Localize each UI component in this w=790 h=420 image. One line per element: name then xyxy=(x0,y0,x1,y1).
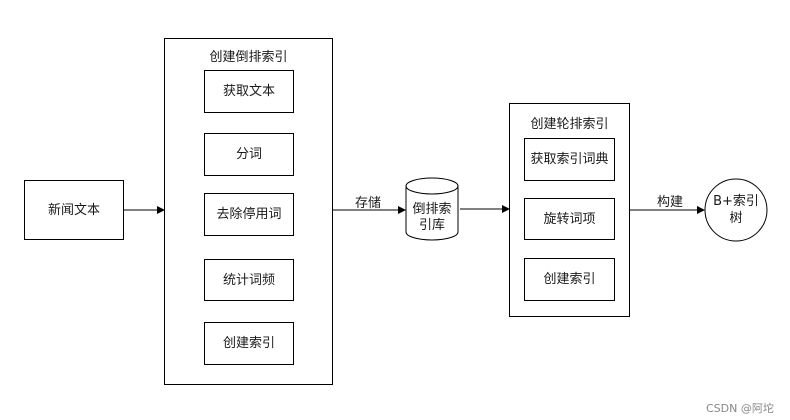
btree-line1: B+索引 xyxy=(713,194,759,209)
remove-stopwords-label: 去除停用词 xyxy=(216,207,282,222)
news-text-node: 新闻文本 xyxy=(24,180,124,240)
remove-stopwords-node: 去除停用词 xyxy=(204,193,294,236)
inverted-db-line1: 倒排索 xyxy=(412,202,452,217)
btree-line2: 树 xyxy=(729,211,743,226)
rotate-terms-label: 旋转词项 xyxy=(543,211,596,227)
store-edge-label: 存储 xyxy=(355,196,382,211)
get-text-label: 获取文本 xyxy=(222,84,275,99)
get-dictionary-label: 获取索引词典 xyxy=(530,152,609,167)
create-index-label-2: 创建索引 xyxy=(543,272,596,287)
get-dictionary-node: 获取索引词典 xyxy=(524,138,615,181)
database-cylinder-icon xyxy=(405,177,459,241)
get-text-node: 获取文本 xyxy=(204,70,294,113)
inverted-db-text: 倒排索 引库 xyxy=(406,202,458,234)
create-index-label-1: 创建索引 xyxy=(222,336,275,351)
rotate-terms-node: 旋转词项 xyxy=(524,198,615,240)
count-frequency-label: 统计词频 xyxy=(222,272,275,288)
news-text-label: 新闻文本 xyxy=(47,202,100,218)
count-frequency-node: 统计词频 xyxy=(204,259,294,301)
build-edge-label: 构建 xyxy=(657,195,684,210)
inverted-db-line2: 引库 xyxy=(418,218,445,233)
watermark: CSDN @阿坨 xyxy=(706,402,774,415)
btree-circle xyxy=(704,178,768,242)
rotation-group-title: 创建轮排索引 xyxy=(530,117,609,132)
inverted-group-title: 创建倒排索引 xyxy=(209,50,288,65)
create-index-node-2: 创建索引 xyxy=(524,258,615,301)
btree-text: B+索引 树 xyxy=(705,193,767,227)
segmentation-label: 分词 xyxy=(235,147,262,162)
create-index-node-1: 创建索引 xyxy=(204,322,294,365)
segmentation-node: 分词 xyxy=(204,133,294,176)
